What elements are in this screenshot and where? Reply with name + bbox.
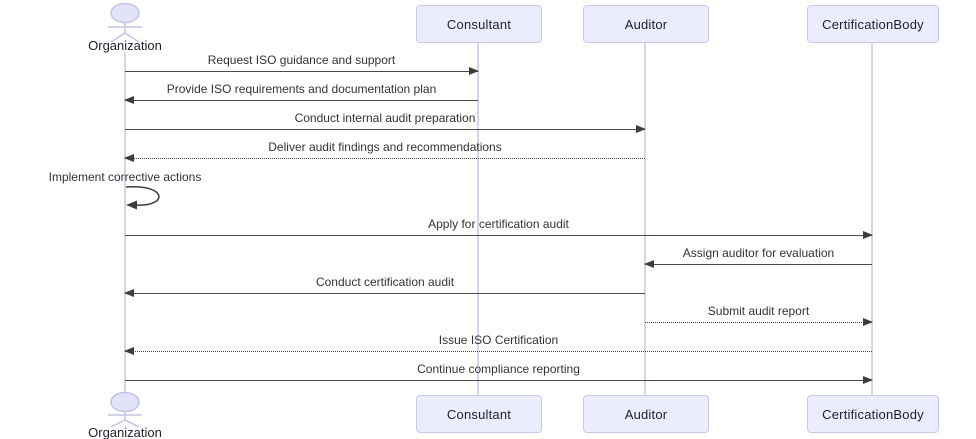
message-implement-corrective-actions: Implement corrective actions (48, 170, 202, 184)
auditor-box-label: Auditor (624, 406, 668, 422)
organization-label-top: Organization (88, 38, 162, 53)
message-submit-audit-report: Submit audit report (645, 304, 873, 326)
message-conduct-internal-audit-prep: Conduct internal audit preparation (125, 111, 646, 133)
lifeline-organization (124, 52, 126, 393)
organization-actor-icon (108, 2, 142, 42)
solid-arrow-left (124, 288, 645, 297)
message-apply-for-certification-audit: Apply for certification audit (125, 217, 873, 239)
consultant-box-label: Consultant (446, 406, 512, 422)
solid-arrow-left (124, 95, 478, 104)
dotted-arrow-left (124, 153, 645, 162)
solid-arrow-right (125, 124, 646, 133)
solid-arrow-right (125, 375, 873, 384)
message-issue-iso-certification: Issue ISO Certification (124, 333, 872, 355)
organization-label-bottom: Organization (88, 425, 162, 439)
auditor-box-bottom: Auditor (583, 395, 709, 433)
certificationbody-box-top: CertificationBody (807, 5, 939, 43)
consultant-box-bottom: Consultant (416, 395, 542, 433)
auditor-box-top: Auditor (583, 5, 709, 43)
lifeline-consultant (477, 41, 479, 396)
solid-arrow-right (125, 230, 873, 239)
dotted-arrow-right (645, 317, 873, 326)
dotted-arrow-left (124, 346, 872, 355)
message-provide-iso-requirements: Provide ISO requirements and documentati… (124, 82, 478, 104)
message-deliver-audit-findings: Deliver audit findings and recommendatio… (124, 140, 645, 162)
certificationbody-box-label: CertificationBody (822, 16, 924, 32)
lifeline-certificationbody (871, 41, 873, 396)
solid-arrow-right (125, 66, 479, 75)
auditor-box-label: Auditor (624, 16, 668, 32)
organization-actor-icon (108, 391, 142, 427)
certificationbody-box-bottom: CertificationBody (807, 395, 939, 433)
consultant-box-top: Consultant (416, 5, 542, 43)
certificationbody-box-label: CertificationBody (822, 406, 924, 422)
solid-arrow-left (644, 259, 872, 268)
message-continue-compliance-reporting: Continue compliance reporting (125, 362, 873, 384)
self-loop-arrow (126, 186, 160, 210)
consultant-box-label: Consultant (446, 16, 512, 32)
lifeline-auditor (644, 41, 646, 396)
message-assign-auditor: Assign auditor for evaluation (644, 246, 872, 268)
message-request-iso-guidance: Request ISO guidance and support (125, 53, 479, 75)
message-conduct-certification-audit: Conduct certification audit (124, 275, 645, 297)
